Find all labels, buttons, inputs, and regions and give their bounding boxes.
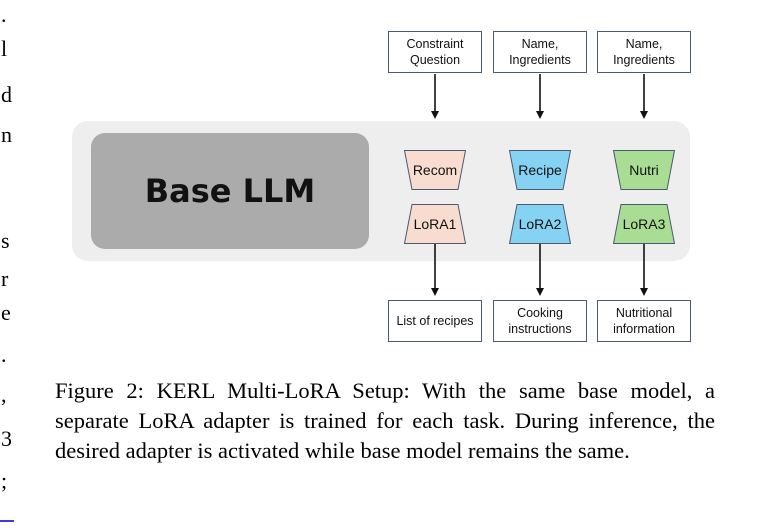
- margin-fragment: n: [1, 122, 12, 147]
- arrows-layer: [431, 74, 648, 296]
- input-box-2: Name, Ingredients: [493, 31, 587, 73]
- adapter-lora2: LoRA2: [509, 204, 571, 244]
- margin-fragment: d: [1, 82, 12, 107]
- margin-fragment: .: [1, 2, 7, 27]
- base-llm-box: Base LLM: [91, 133, 369, 249]
- margin-fragment: r: [1, 266, 9, 291]
- figure-caption: Figure 2: KERL Multi-LoRA Setup: With th…: [55, 378, 715, 463]
- input-label: Name, Ingredients: [613, 37, 675, 67]
- task-module-nutri: Nutri: [613, 150, 675, 190]
- margin-fragment: 3: [1, 426, 12, 451]
- output-label: Cooking instructions: [508, 306, 572, 336]
- task-module-label: Nutri: [629, 162, 659, 178]
- input-label: Name, Ingredients: [509, 37, 571, 67]
- margin-fragment: ,: [1, 382, 7, 407]
- input-box-1: Constraint Question: [388, 31, 482, 73]
- output-box-2: Cooking instructions: [493, 300, 587, 342]
- input-box-3: Name, Ingredients: [597, 31, 691, 73]
- adapter-label: LoRA3: [622, 216, 666, 232]
- task-module-label: Recom: [412, 162, 458, 178]
- margin-fragment: s: [1, 228, 10, 253]
- adapter-lora1: LoRA1: [404, 204, 466, 244]
- output-label: Nutritional information: [613, 306, 675, 336]
- output-box-3: Nutritional information: [597, 300, 691, 342]
- left-margin-text-fragments: . l d n s r e . , 3 ;: [0, 0, 18, 530]
- input-label: Constraint Question: [406, 37, 464, 67]
- margin-link-underline: [0, 520, 14, 522]
- margin-fragment: .: [1, 342, 7, 367]
- adapter-label: LoRA2: [518, 216, 562, 232]
- margin-fragment: e: [1, 300, 11, 325]
- output-box-1: List of recipes: [388, 300, 482, 342]
- task-module-label: Recipe: [518, 162, 562, 178]
- base-llm-label: Base LLM: [144, 172, 316, 210]
- multi-lora-diagram: Base LLM Constraint Question Name, Ingre…: [72, 31, 691, 342]
- margin-fragment: l: [1, 36, 8, 61]
- task-module-recipe: Recipe: [509, 150, 571, 190]
- margin-fragment: ;: [1, 468, 8, 493]
- task-module-recom: Recom: [404, 150, 466, 190]
- adapter-label: LoRA1: [413, 216, 457, 232]
- output-label: List of recipes: [396, 314, 474, 328]
- adapter-lora3: LoRA3: [613, 204, 675, 244]
